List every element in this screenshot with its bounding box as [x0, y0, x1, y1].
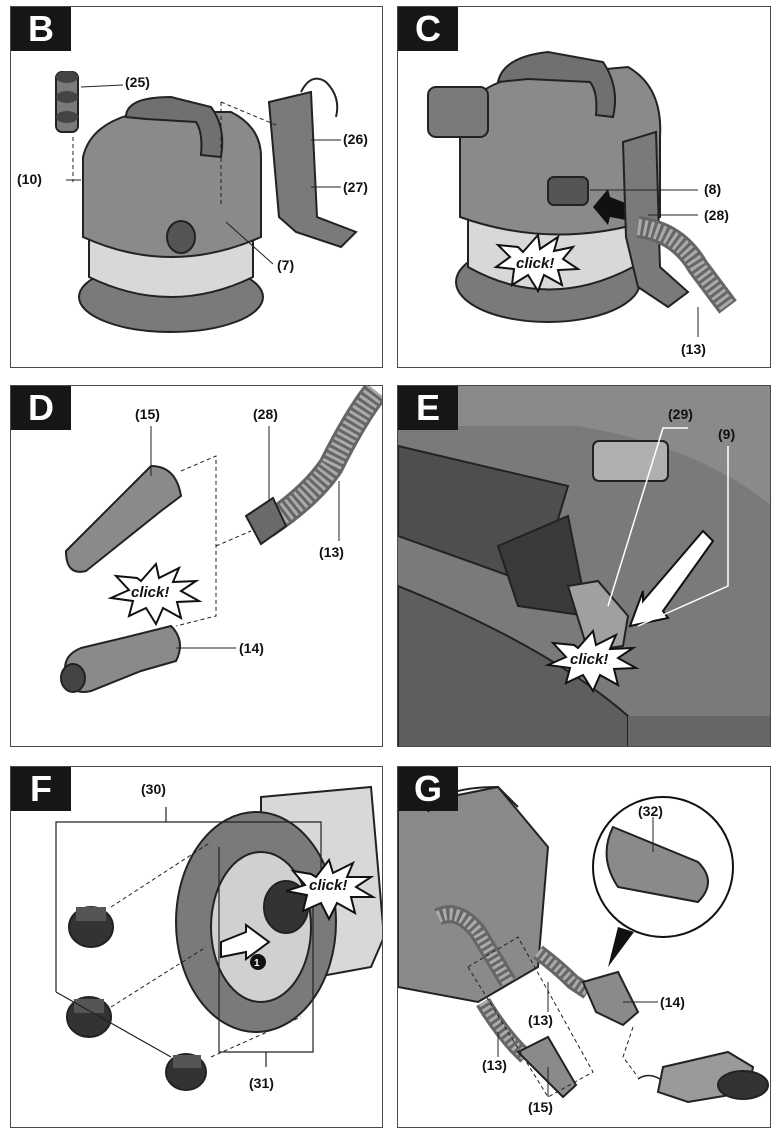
panel-letter: E: [398, 386, 458, 430]
label-26: (26): [343, 131, 368, 147]
label-7: (7): [277, 257, 295, 273]
vacuum-illustration: [55, 71, 358, 333]
panel-letter: B: [11, 7, 71, 51]
panel-g: G (32) (14) (13) (13) (15): [397, 766, 771, 1128]
vacuum-illustration: [427, 50, 737, 337]
sander-connection-illustration: [398, 785, 769, 1104]
accessories-illustration: [60, 386, 382, 693]
step-number: 1: [254, 958, 260, 969]
caster-wheel: [165, 1053, 207, 1091]
panel-e: E click! (29) (9): [397, 385, 771, 747]
label-29: (29): [668, 406, 693, 422]
latch-closeup-illustration: [398, 386, 770, 746]
click-text: click!: [516, 255, 555, 272]
click-text: click!: [131, 584, 170, 601]
panel-letter: C: [398, 7, 458, 51]
panel-letter: D: [11, 386, 71, 430]
caster-wheel: [68, 906, 114, 948]
label-14: (14): [239, 640, 264, 656]
label-28: (28): [704, 207, 729, 223]
label-10: (10): [17, 171, 42, 187]
label-13-upper: (13): [528, 1012, 553, 1028]
label-9: (9): [718, 426, 736, 442]
label-31: (31): [249, 1075, 274, 1091]
label-14: (14): [660, 994, 685, 1010]
label-13: (13): [319, 544, 344, 560]
panel-letter: F: [11, 767, 71, 811]
label-27: (27): [343, 179, 368, 195]
caster-wheel: [66, 996, 112, 1038]
label-28: (28): [253, 406, 278, 422]
wheels-illustration: 1: [55, 785, 382, 1091]
panel-d: D click! (15) (28) (13) (14): [10, 385, 383, 747]
click-text: click!: [570, 651, 609, 668]
label-25: (25): [125, 74, 150, 90]
panel-b: B (25) (10) (26) (27) (7): [10, 6, 383, 368]
panel-c: C click! (8) (28) (13): [397, 6, 771, 368]
panel-f: F 1 click! (30) (31): [10, 766, 383, 1128]
label-8: (8): [704, 181, 722, 197]
label-13: (13): [681, 341, 706, 357]
panel-letter: G: [398, 767, 458, 811]
label-15: (15): [528, 1099, 553, 1115]
label-32: (32): [638, 803, 663, 819]
label-13-lower: (13): [482, 1057, 507, 1073]
click-text: click!: [309, 877, 348, 894]
label-30: (30): [141, 781, 166, 797]
label-15: (15): [135, 406, 160, 422]
